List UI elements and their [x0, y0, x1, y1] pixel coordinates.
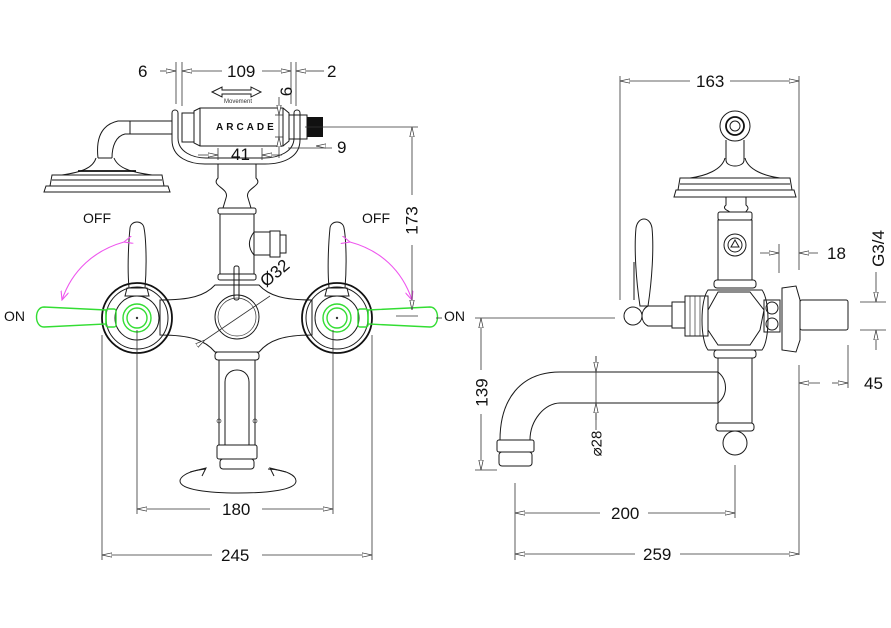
- left-lever-on-label: ON: [4, 308, 25, 324]
- right-lever-on-label: ON: [444, 308, 465, 324]
- dim-overall-height: 173: [402, 206, 422, 235]
- right-valve: [301, 221, 439, 354]
- dim-handset-right-gap: 2: [327, 62, 337, 81]
- shower-head: [43, 120, 172, 193]
- right-lever-off-label: OFF: [362, 210, 390, 226]
- brand-label: ARCADE: [216, 122, 277, 133]
- dim-grip-diameter: 6: [277, 86, 297, 97]
- dim-outlet-offset: 18: [827, 244, 846, 263]
- dim-inlet-thread: G3/4: [868, 230, 888, 267]
- dim-spout-drop: 139: [472, 378, 492, 407]
- dim-handset-length: 109: [227, 62, 256, 81]
- dim-overall-width: 245: [221, 546, 250, 565]
- movement-label: Movement: [224, 99, 253, 105]
- left-valve: [35, 221, 173, 354]
- dim-spout-diameter: ⌀28: [588, 430, 606, 457]
- dim-handset-left-gap: 6: [138, 62, 148, 81]
- dim-centres: 180: [222, 500, 251, 519]
- dim-handset-offset: 9: [337, 138, 347, 157]
- dim-overall-projection: 259: [643, 545, 672, 564]
- dim-inlet-length: 45: [864, 374, 883, 393]
- swivel-arrow-icon: [189, 467, 207, 477]
- side-view: [475, 76, 886, 560]
- dim-spout-reach: 200: [611, 504, 640, 523]
- movement-arrow-icon: [210, 86, 263, 98]
- dim-overall-depth: 163: [696, 72, 725, 91]
- left-lever-off-label: OFF: [83, 210, 111, 226]
- dim-grip-length: 41: [231, 145, 250, 164]
- front-view: [35, 62, 442, 560]
